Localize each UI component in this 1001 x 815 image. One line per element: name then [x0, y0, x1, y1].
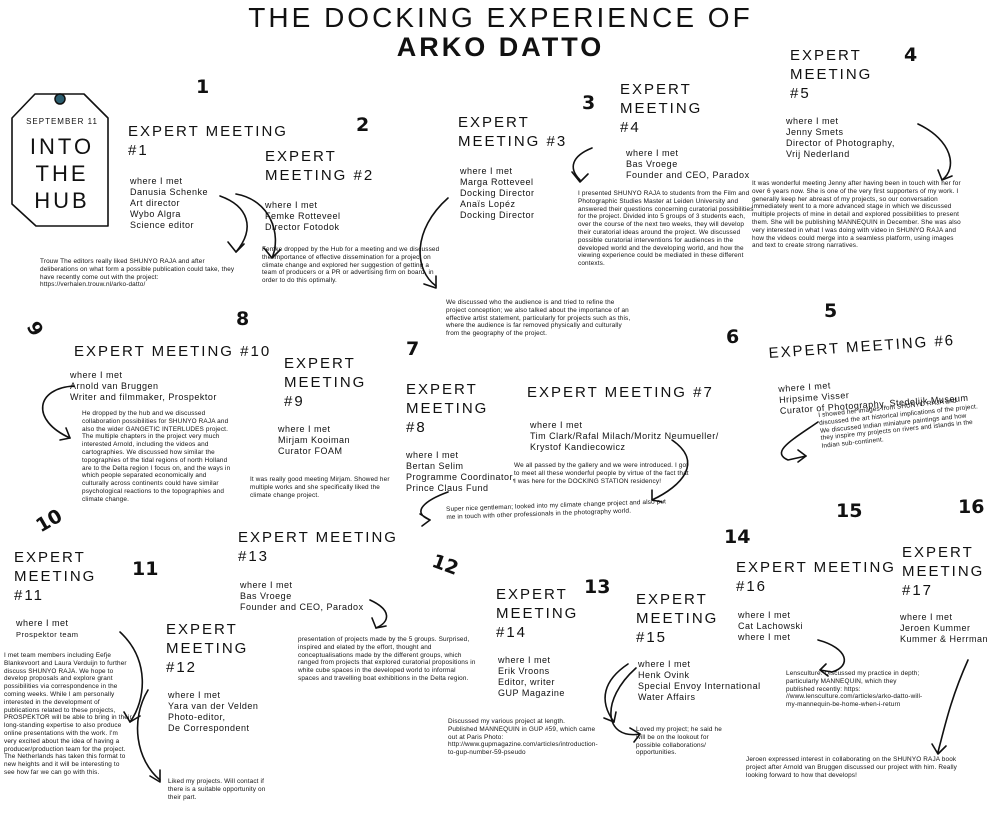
- tag-outline: [11, 93, 109, 227]
- meeting-3-text: We discussed who the audience is and tri…: [446, 299, 631, 338]
- arrow-13: [604, 663, 629, 723]
- meeting-16-heading: EXPERT MEETING#16: [736, 559, 896, 595]
- meeting-17-people: where I met Jeroen Kummer Kummer & Herrm…: [900, 612, 989, 644]
- meeting-10-text: He dropped by the hub and we discussed c…: [82, 410, 231, 503]
- tag-date: SEPTEMBER 11: [26, 117, 98, 126]
- meeting-9-people: where I met Mirjam Kooiman Curator FOAM: [278, 424, 351, 456]
- arrow-3: [419, 197, 449, 287]
- page-title-line-1: THE DOCKING EXPERIENCE OF: [248, 2, 753, 33]
- meeting-16-text: Lensculture: Discussed my practice in de…: [786, 670, 923, 709]
- meeting-5-people: where I met Jenny Smets Director of Phot…: [786, 116, 895, 159]
- tag-hole: [54, 93, 66, 105]
- tag-text: INTO THE HUB: [29, 134, 95, 213]
- meeting-10-people: where I met Arnold van Bruggen Writer an…: [70, 370, 217, 402]
- meeting-1-heading: EXPERT MEETING#1: [128, 123, 288, 159]
- meeting-12-people: where I met Yara van der Velden Photo-ed…: [168, 690, 259, 733]
- meeting-7-people: where I met Tim Clark/Rafal Milach/Morit…: [530, 420, 719, 452]
- number-1: 1: [196, 76, 210, 98]
- arrow-9: [41, 385, 75, 439]
- number-2: 2: [356, 114, 370, 136]
- meeting-2-people: where I met Femke Rotteveel Director Fot…: [265, 200, 341, 232]
- number-5: 5: [824, 300, 838, 322]
- arrow-14: [610, 667, 641, 736]
- number-14: 14: [724, 526, 751, 548]
- number-11: 11: [132, 558, 159, 580]
- meeting-15-people: where I met Henk Ovink Special Envoy Int…: [638, 659, 761, 702]
- number-16: 16: [958, 496, 985, 518]
- number-6: 6: [726, 326, 740, 348]
- meeting-5-text: It was wonderful meeting Jenny after hav…: [752, 180, 961, 250]
- meeting-7-heading: EXPERT MEETING #7: [527, 384, 714, 401]
- meeting-1-text: Trouw The editors really liked SHUNYO RA…: [40, 258, 235, 289]
- arrow-2: [235, 193, 277, 259]
- number-3: 3: [582, 92, 596, 114]
- arrow-16: [937, 659, 969, 753]
- meeting-9-text: It was really good meeting Mirjam. Showe…: [250, 476, 390, 499]
- arrow-8: [420, 491, 449, 521]
- arrow-1: [219, 195, 248, 253]
- arrow-4: [572, 147, 593, 181]
- number-7: 7: [406, 338, 420, 360]
- number-8: 8: [236, 308, 250, 330]
- arrow-11: [136, 689, 161, 781]
- arrow-6: [780, 421, 819, 461]
- arrow-5: [917, 123, 952, 181]
- meeting-14-people: where I met Erik Vroons Editor, writer G…: [498, 655, 565, 698]
- meeting-13-text: presentation of projects made by the 5 g…: [298, 636, 476, 682]
- meeting-3-people: where I met Marga Rotteveel Docking Dire…: [460, 166, 535, 220]
- number-15: 15: [836, 500, 863, 522]
- meeting-16-people: where I met Cat Lachowski where I met: [738, 610, 804, 642]
- meeting-17-text: Jeroen expressed interest in collaborati…: [746, 756, 957, 779]
- page-title-line-2: ARKO DATTO: [396, 32, 605, 62]
- meeting-11-people: where I met Prospektor team: [16, 618, 79, 639]
- number-4: 4: [904, 44, 918, 66]
- meeting-8-people: where I met Bertan Selim Programme Coord…: [406, 450, 516, 493]
- number-13: 13: [584, 576, 611, 598]
- meeting-10-heading: EXPERT MEETING #10: [74, 343, 272, 360]
- meeting-12-text: Liked my projects. Will contact if there…: [168, 778, 266, 801]
- arrow-10: [119, 631, 144, 723]
- meeting-11-text: I met team members including Eefje Blank…: [4, 652, 132, 776]
- arrow-12: [369, 599, 388, 629]
- arrow-7: [651, 439, 689, 501]
- meeting-13-people: where I met Bas Vroege Founder and CEO, …: [240, 580, 364, 612]
- arrow-15: [817, 639, 846, 673]
- meeting-4-people: where I met Bas Vroege Founder and CEO, …: [626, 148, 750, 180]
- meeting-4-text: I presented SHUNYO RAJA to students from…: [578, 190, 754, 268]
- meeting-15-text: Loved my project; he said he will be on …: [636, 726, 722, 757]
- meeting-1-people: where I met Danusia Schenke Art director…: [130, 176, 209, 230]
- meeting-14-text: Discussed my various project at length. …: [448, 718, 598, 757]
- meeting-2-text: Femke dropped by the Hub for a meeting a…: [262, 246, 440, 285]
- meeting-7-text: We all passed by the gallery and we were…: [514, 462, 689, 485]
- meeting-13-heading: EXPERT MEETING#13: [238, 529, 398, 565]
